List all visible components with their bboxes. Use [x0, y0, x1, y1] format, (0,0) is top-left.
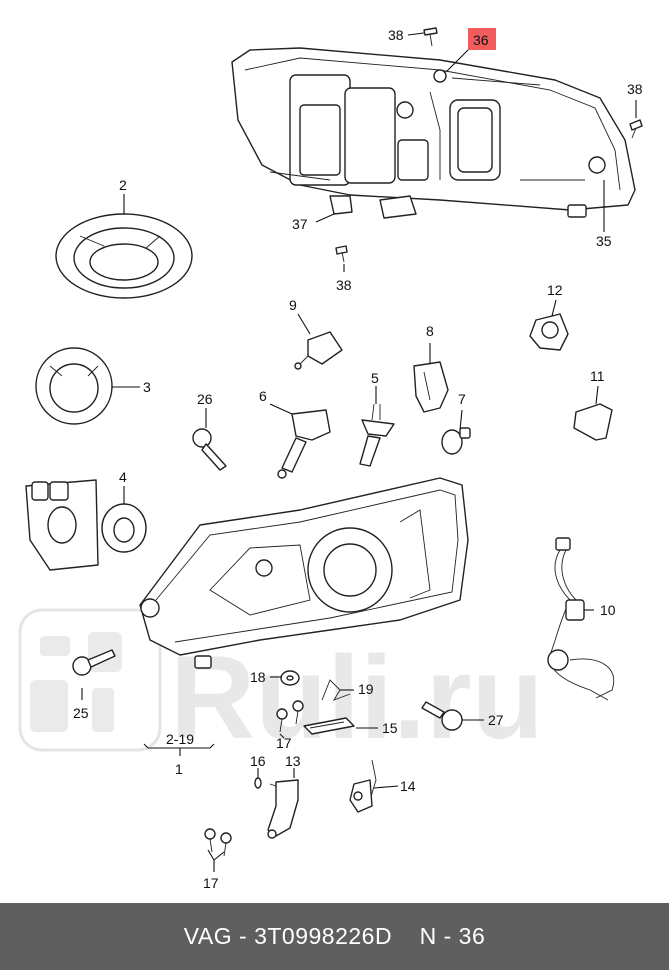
screw-part-17-lower-icon: [204, 828, 232, 857]
screw-part-26-icon: [192, 428, 227, 471]
watermark-text: Ruli.ru: [170, 632, 544, 764]
connector-part-8: [413, 361, 449, 413]
parts-diagram: Ruli.ru: [18, 27, 643, 891]
cover-part-15: [303, 717, 355, 735]
callout-2: 2: [119, 177, 127, 193]
wiring-harness-part-10: [547, 537, 615, 701]
callout-labels: 38 36 38 2 37 35 38 9 12 8 3 5 11 26 6 7…: [73, 27, 643, 891]
callout-6: 6: [259, 388, 267, 404]
callout-18: 18: [250, 669, 266, 685]
callout-11: 11: [590, 368, 605, 384]
callout-15: 15: [382, 720, 398, 736]
bracket-part-14: [349, 759, 377, 813]
washer-part-18: [280, 670, 300, 686]
bulb-part-7: [441, 427, 471, 455]
callout-25: 25: [73, 705, 89, 721]
callout-4: 4: [119, 469, 127, 485]
callout-37: 37: [292, 216, 308, 232]
screw-part-27-icon: [421, 701, 463, 731]
callout-35: 35: [596, 233, 612, 249]
bulb-part-6: [277, 409, 331, 479]
callout-36: 36: [473, 32, 489, 48]
callout-38-right: 38: [627, 81, 643, 97]
callout-8: 8: [426, 323, 434, 339]
part-info-footer: VAG - 3T0998226D N - 36: [0, 903, 669, 970]
screw-38-top-icon: [423, 27, 438, 47]
watermark-logo-icon: [18, 608, 162, 752]
bracket-part-4: [25, 479, 99, 571]
callout-38-top: 38: [388, 27, 404, 43]
callout-3: 3: [143, 379, 151, 395]
footer-part-number: 3T0998226D: [254, 923, 393, 949]
callout-7: 7: [458, 391, 466, 407]
cap-part-3: [35, 347, 113, 425]
callout-5: 5: [371, 370, 379, 386]
callout-17-lower: 17: [203, 875, 219, 891]
headlamp-front-assembly: [139, 477, 469, 669]
footer-ref: N - 36: [419, 923, 486, 949]
callout-27: 27: [488, 712, 504, 728]
callout-16: 16: [250, 753, 266, 769]
screw-part-25-icon: [72, 649, 116, 676]
clip-part-11: [573, 403, 613, 441]
callout-26: 26: [197, 391, 213, 407]
screw-38-right-icon: [629, 119, 643, 139]
socket-part-12: [529, 313, 569, 351]
callout-10: 10: [600, 602, 616, 618]
screw-38-bottom-icon: [335, 245, 348, 263]
seal-part-16: [254, 777, 262, 789]
callout-9: 9: [289, 297, 297, 313]
callout-13: 13: [285, 753, 301, 769]
footer-brand: VAG: [183, 923, 233, 949]
callout-38-bottom: 38: [336, 277, 352, 293]
callout-17-upper: 17: [276, 735, 292, 751]
callout-36-highlight: [468, 28, 496, 50]
footer-separator: -: [232, 923, 255, 949]
bulb-holder-part-9: [294, 331, 343, 370]
callout-1: 1: [175, 761, 183, 777]
cap-part-4: [101, 503, 147, 553]
bulb-part-5: [359, 403, 395, 467]
callout-19: 19: [358, 681, 374, 697]
adjuster-part-13: [267, 779, 299, 839]
watermark: Ruli.ru: [18, 608, 544, 764]
callout-2-19: 2-19: [166, 731, 194, 747]
cover-part-2: [55, 213, 193, 299]
callout-14: 14: [400, 778, 416, 794]
footer-gap: [392, 923, 420, 950]
headlamp-housing-rear: [231, 47, 636, 219]
leader-lines: [81, 32, 637, 872]
callout-12: 12: [547, 282, 563, 298]
screw-part-17-upper-icon: [276, 700, 304, 733]
